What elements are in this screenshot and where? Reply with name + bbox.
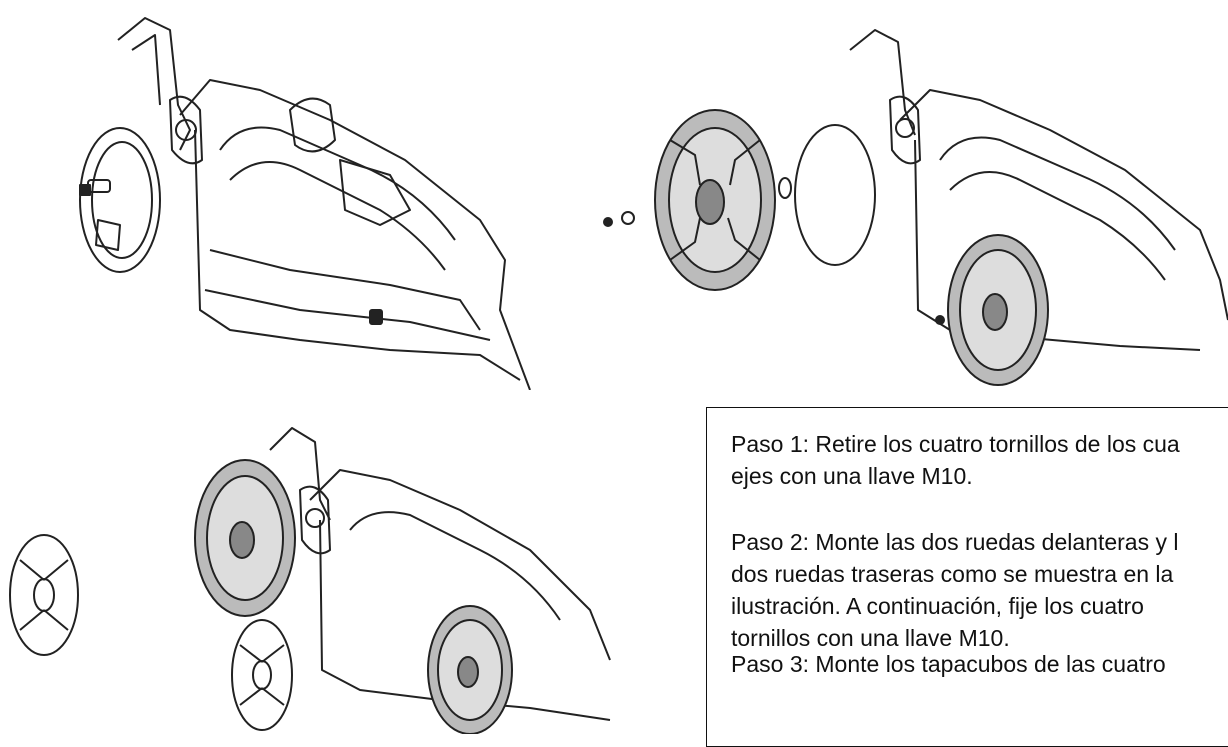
mower-wheel-exploded-icon — [600, 20, 1228, 390]
step-3-text: Paso 3: Monte los tapacubos de las cuatr… — [731, 651, 1166, 677]
instructions-box: Paso 1: Retire los cuatro tornillos de l… — [706, 407, 1228, 747]
mower-without-wheels-icon — [60, 10, 540, 390]
step-1-text: Paso 1: Retire los cuatro tornillos de l… — [731, 431, 1180, 489]
mower-hubcap-exploded-icon — [0, 420, 620, 734]
step-2-text: Paso 2: Monte las dos ruedas delanteras … — [731, 529, 1179, 651]
